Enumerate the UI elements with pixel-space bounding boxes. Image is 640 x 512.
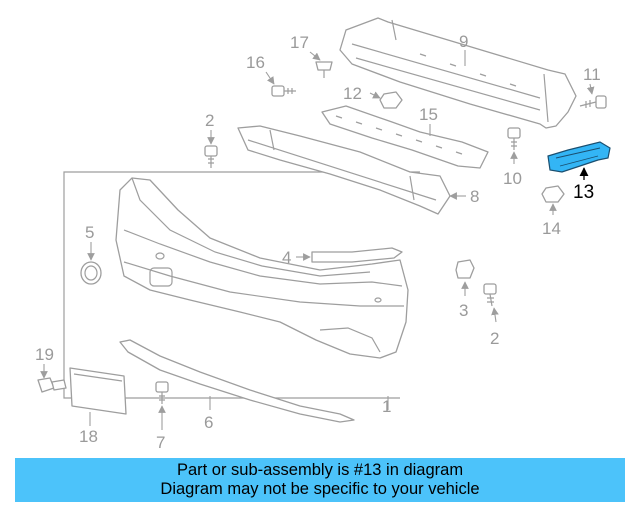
trim-part-4 [311, 247, 403, 263]
screw-part-2-bottom [483, 283, 497, 307]
bumper-cover-part-1 [115, 177, 409, 359]
callout-labels: 1 2 2 3 4 5 6 7 8 9 10 11 12 13 14 15 16… [35, 32, 601, 452]
banner-line-2: Diagram may not be specific to your vehi… [160, 480, 480, 498]
callout-11: 11 [583, 65, 601, 84]
screw-part-16 [271, 85, 296, 97]
clip-part-17 [315, 61, 333, 78]
banner-line-1: Part or sub-assembly is #13 in diagram [176, 461, 464, 479]
callout-5: 5 [85, 223, 94, 242]
callout-16: 16 [246, 53, 265, 72]
impact-bar-part-9 [339, 17, 577, 129]
nut-part-3 [455, 259, 475, 279]
screw-part-2-top [204, 145, 218, 168]
bolt-part-11 [579, 95, 607, 109]
callout-17: 17 [290, 33, 309, 52]
info-banner-background [15, 458, 625, 502]
callout-19: 19 [35, 345, 54, 364]
callout-9: 9 [459, 32, 468, 51]
callout-6: 6 [204, 413, 213, 432]
absorber-part-8 [237, 125, 451, 215]
callout-4: 4 [282, 248, 291, 267]
bracket-part-15 [321, 105, 489, 169]
screw-part-7 [155, 381, 169, 404]
info-banner: Part or sub-assembly is #13 in diagram D… [15, 458, 625, 502]
bolt-part-10 [507, 127, 521, 150]
leader-lines [40, 50, 595, 430]
callout-1: 1 [382, 397, 391, 416]
callout-12: 12 [343, 84, 362, 103]
callout-15: 15 [419, 105, 438, 124]
plate-bracket-part-18 [69, 367, 127, 415]
nut-part-14 [541, 185, 565, 203]
callout-14: 14 [542, 219, 561, 238]
callout-8: 8 [470, 187, 479, 206]
spoiler-part-6 [119, 339, 355, 423]
callout-7: 7 [156, 433, 165, 452]
callout-2-bottom: 2 [490, 329, 499, 348]
clip-part-19 [37, 377, 67, 393]
ring-part-5 [80, 261, 102, 285]
nut-part-12 [379, 91, 403, 109]
callout-18: 18 [79, 427, 98, 446]
callout-2-top: 2 [205, 111, 214, 130]
callout-13: 13 [573, 182, 594, 203]
bracket-part-13-highlighted [547, 141, 611, 173]
callout-10: 10 [503, 169, 522, 188]
callout-3: 3 [459, 301, 468, 320]
